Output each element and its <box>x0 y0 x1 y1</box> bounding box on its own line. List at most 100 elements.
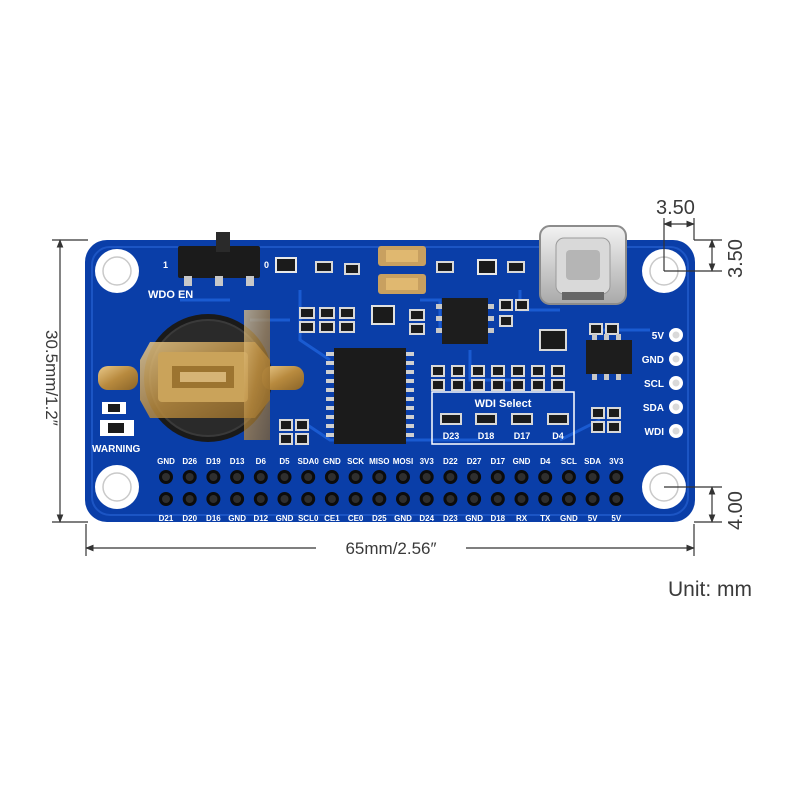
gpio-pin-hole <box>588 495 597 503</box>
ic-small-top <box>436 298 494 344</box>
gpio-top-label: GND <box>513 457 531 466</box>
gpio-pin-hole <box>185 495 194 503</box>
gpio-bottom-label: CE0 <box>348 514 364 523</box>
coin-cell-holder <box>98 310 304 442</box>
gpio-pin-hole <box>351 495 360 503</box>
gpio-pin-hole <box>470 495 479 503</box>
gpio-bottom-label: D12 <box>253 514 268 523</box>
wdi-option-label: D4 <box>552 431 564 441</box>
wdi-select-box <box>431 391 575 445</box>
unit-label: Unit: mm <box>668 578 752 601</box>
transistor <box>371 305 395 325</box>
side-header-hole <box>672 331 680 339</box>
switch-pos-1-label: 1 <box>163 260 168 270</box>
gpio-pin-hole <box>351 473 360 481</box>
gpio-top-label: SDA0 <box>298 457 320 466</box>
gpio-pin-hole <box>541 495 550 503</box>
gpio-bottom-label: GND <box>276 514 294 523</box>
gpio-pin-hole <box>375 495 384 503</box>
gpio-pin-hole <box>446 495 455 503</box>
gpio-pin-hole <box>470 473 479 481</box>
width-label-bg <box>316 538 466 558</box>
gpio-pin-hole <box>612 473 621 481</box>
ic-right <box>586 334 632 380</box>
side-header-label: 5V <box>652 331 665 342</box>
gpio-pin-hole <box>280 473 289 481</box>
gpio-bottom-label: TX <box>540 514 551 523</box>
gpio-pin-hole <box>233 473 242 481</box>
gpio-bottom-label: 5V <box>588 514 598 523</box>
side-header-label: SCL <box>644 379 664 390</box>
height-dimension-label: 30.5mm/1.2″ <box>42 330 61 426</box>
capacitors <box>378 246 426 294</box>
gpio-pin-hole <box>162 473 170 481</box>
hole-offset-x-label: 3.50 <box>656 197 695 219</box>
gpio-bottom-label: SCL0 <box>298 514 319 523</box>
gpio-top-label: SCL <box>561 457 577 466</box>
gpio-top-label: D19 <box>206 457 221 466</box>
hole-offset-y-label: 3.50 <box>725 239 747 278</box>
resistor-row-mid <box>431 365 565 391</box>
gpio-bottom-label: D25 <box>372 514 387 523</box>
wdi-jumpers <box>440 413 569 425</box>
smd-cluster-right <box>499 299 619 351</box>
gpio-pin-hole <box>233 495 242 503</box>
gpio-pin-hole <box>399 473 407 481</box>
gpio-pin-hole <box>327 495 336 503</box>
side-header-label: SDA <box>643 403 664 414</box>
gpio-bottom-label: D20 <box>182 514 197 523</box>
switch-pos-0-label: 0 <box>264 260 269 270</box>
hole-offset-bottom-label: 4.00 <box>725 491 747 530</box>
gpio-pin-hole <box>588 473 597 481</box>
side-header-label: GND <box>642 355 664 366</box>
mounting-hole-top-left <box>95 249 139 293</box>
gpio-pin-hole <box>422 495 431 503</box>
gpio-bottom-label: D23 <box>443 514 458 523</box>
gpio-pin-hole <box>493 473 502 481</box>
gpio-pin-hole <box>256 495 265 503</box>
gpio-top-label: 3V3 <box>420 457 435 466</box>
warning-label: WARNING <box>92 444 141 455</box>
wdi-option-label: D18 <box>478 431 495 441</box>
smd-near-battery <box>279 419 309 445</box>
gpio-pin-hole <box>564 473 573 481</box>
gpio-bottom-label: D24 <box>419 514 434 523</box>
gpio-bottom-label: D21 <box>159 514 174 523</box>
gpio-top-label: D4 <box>540 457 551 466</box>
gpio-bottom-label: RX <box>516 514 528 523</box>
gpio-top-label: SDA <box>584 457 601 466</box>
side-header-label: WDI <box>645 427 665 438</box>
gpio-top-label: D5 <box>279 457 290 466</box>
gpio-top-label: D22 <box>443 457 458 466</box>
wdo-en-switch <box>178 232 260 286</box>
smd-components-top <box>275 257 525 275</box>
gpio-pin-hole <box>327 473 336 481</box>
gpio-bottom-label: GND <box>228 514 246 523</box>
gpio-pin-hole <box>612 495 621 503</box>
gpio-top-label: GND <box>323 457 341 466</box>
side-header-hole <box>672 379 680 387</box>
gpio-pin-hole <box>446 473 455 481</box>
gpio-pin-hole <box>256 473 265 481</box>
gpio-bottom-label: D18 <box>490 514 505 523</box>
gpio-top-label: GND <box>157 457 175 466</box>
gpio-pin-hole <box>517 495 526 503</box>
gpio-pin-hole <box>304 495 313 503</box>
gpio-pin-hole <box>541 473 550 481</box>
side-header-hole <box>672 403 680 411</box>
smd-right-lower <box>591 407 621 433</box>
gpio-pin-hole <box>517 473 526 481</box>
side-header-hole <box>672 427 680 435</box>
gpio-bottom-label: GND <box>560 514 578 523</box>
gpio-top-label: D26 <box>182 457 197 466</box>
gpio-bottom-label: 5V <box>611 514 621 523</box>
gpio-top-label: MISO <box>369 457 389 466</box>
wdi-option-label: D23 <box>443 431 460 441</box>
main-ic <box>326 348 414 444</box>
gpio-bottom-label: CE1 <box>324 514 340 523</box>
gpio-top-label: D17 <box>490 457 505 466</box>
gpio-pin-hole <box>493 495 502 503</box>
